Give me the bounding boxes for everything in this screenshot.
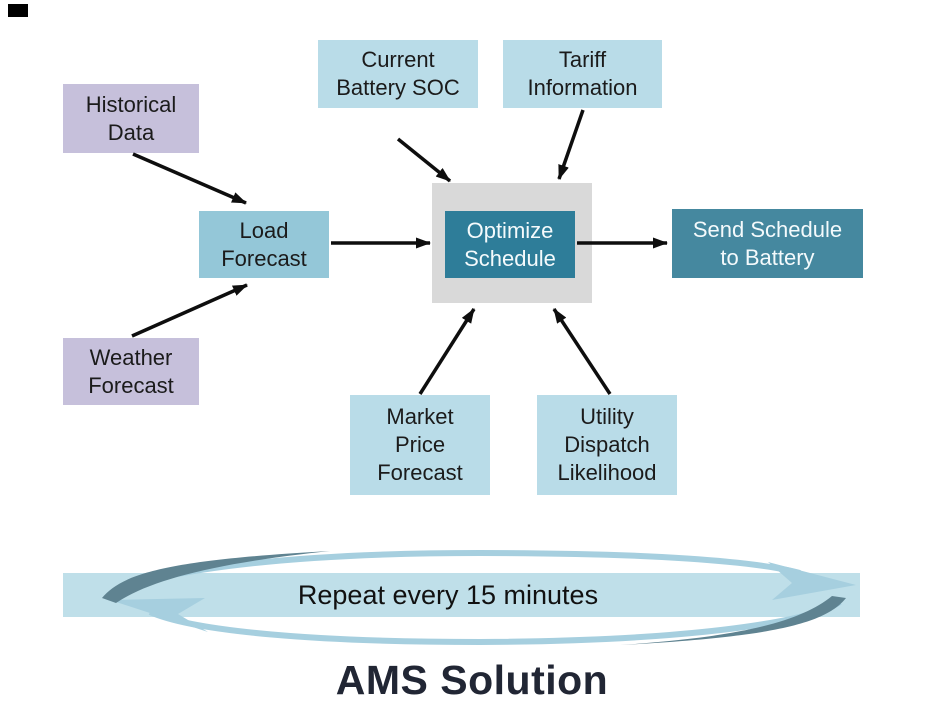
arrow-tariff-to-optimize [557, 109, 585, 180]
corner-mark [8, 4, 28, 17]
node-utility-dispatch-likelihood: Utility Dispatch Likelihood [537, 395, 677, 495]
repeat-cycle-label: Repeat every 15 minutes [297, 579, 599, 610]
node-load-forecast: Load Forecast [199, 211, 329, 278]
node-current-battery-soc: Current Battery SOC [318, 40, 478, 108]
node-optimize-schedule: Optimize Schedule [445, 211, 575, 278]
node-historical-data: Historical Data [63, 84, 199, 153]
arrow-soc-to-optimize [396, 137, 452, 183]
node-weather-forecast: Weather Forecast [63, 338, 199, 405]
node-tariff-information: Tariff Information [503, 40, 662, 108]
page-title: AMS Solution [335, 657, 609, 703]
node-market-price-forecast: Market Price Forecast [350, 395, 490, 495]
arrow-weather-to-load [131, 283, 248, 338]
node-send-schedule-to-battery: Send Schedule to Battery [672, 209, 863, 278]
arrow-utility-to-optimize [552, 308, 612, 395]
arrow-market-to-optimize [418, 308, 476, 395]
arrow-historical-to-load [132, 152, 247, 205]
